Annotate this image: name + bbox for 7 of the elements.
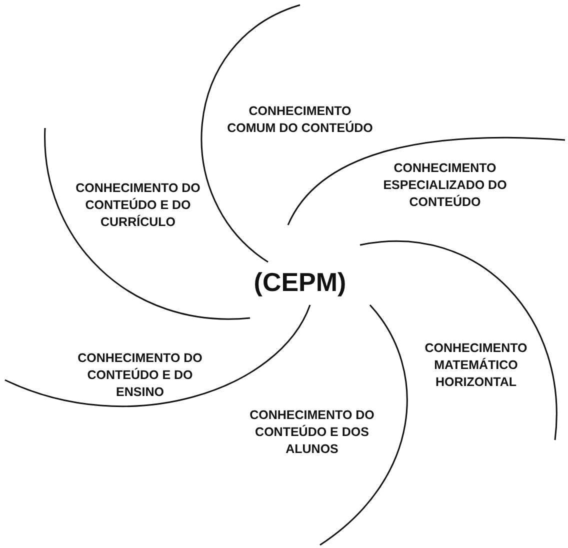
category-label: CONHECIMENTO COMUM DO CONTEÚDO <box>226 103 374 137</box>
category-label: CONHECIMENTO DO CONTEÚDO E DO CURRÍCULO <box>74 180 202 230</box>
category-label: CONHECIMENTO DO CONTEÚDO E DO ENSINO <box>76 350 204 400</box>
center-title: (CEPM) <box>252 267 348 297</box>
category-label: CONHECIMENTO ESPECIALIZADO DO CONTEÚDO <box>382 160 508 210</box>
category-label: CONHECIMENTO DO CONTEÚDO E DOS ALUNOS <box>248 406 376 458</box>
category-label: CONHECIMENTO MATEMÁTICO HORIZONTAL <box>424 340 528 390</box>
